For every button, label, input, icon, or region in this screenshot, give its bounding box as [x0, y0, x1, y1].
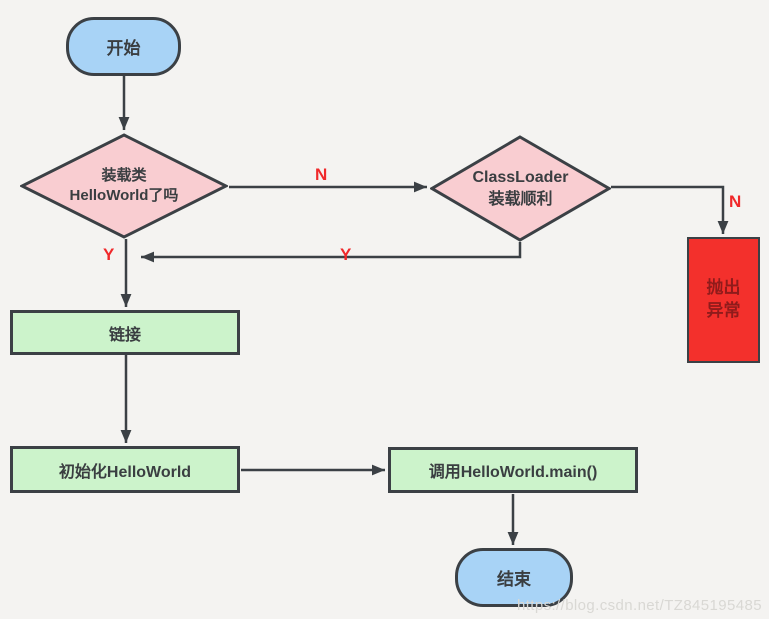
decision-load-check-label: 装载类 HelloWorld了吗 [69, 166, 179, 204]
init-node-label: 初始化HelloWorld [58, 463, 192, 481]
decision-classloader-check-label: ClassLoader 装载顺利 [472, 168, 569, 208]
link-node-label: 链接 [108, 326, 141, 344]
branch-label-y-load-check: Y [103, 245, 115, 264]
end-node-label: 结束 [497, 570, 531, 589]
decision-load-check-shape [20, 133, 228, 239]
branch-label-n-classloader: N [315, 165, 328, 184]
edge-classloader-y-return [141, 242, 522, 263]
throw-exception-node: 抛出 异常 [687, 237, 760, 363]
end-node: 结束 [455, 548, 573, 607]
start-node: 开始 [66, 17, 181, 76]
start-node-label: 开始 [106, 39, 141, 58]
csdn-watermark: https://blog.csdn.net/TZ845195485 [516, 597, 762, 614]
invoke-main-node: 调用HelloWorld.main() [388, 447, 638, 493]
invoke-main-node-label: 调用HelloWorld.main() [428, 464, 598, 481]
throw-exception-line1: 抛出 [706, 278, 741, 298]
branch-label-y-classloader: Y [340, 245, 352, 264]
init-node: 初始化HelloWorld [10, 446, 240, 493]
decision-load-check: 装载类 HelloWorld了吗 [20, 133, 228, 239]
throw-exception-line2: 异常 [706, 301, 741, 320]
link-node: 链接 [10, 310, 240, 355]
decision-classloader-check-shape [430, 135, 611, 242]
decision-classloader-check: ClassLoader 装载顺利 [430, 135, 611, 242]
edge-classloader-n-to-exception [611, 185, 729, 234]
branch-label-n-exception: N [729, 192, 742, 211]
